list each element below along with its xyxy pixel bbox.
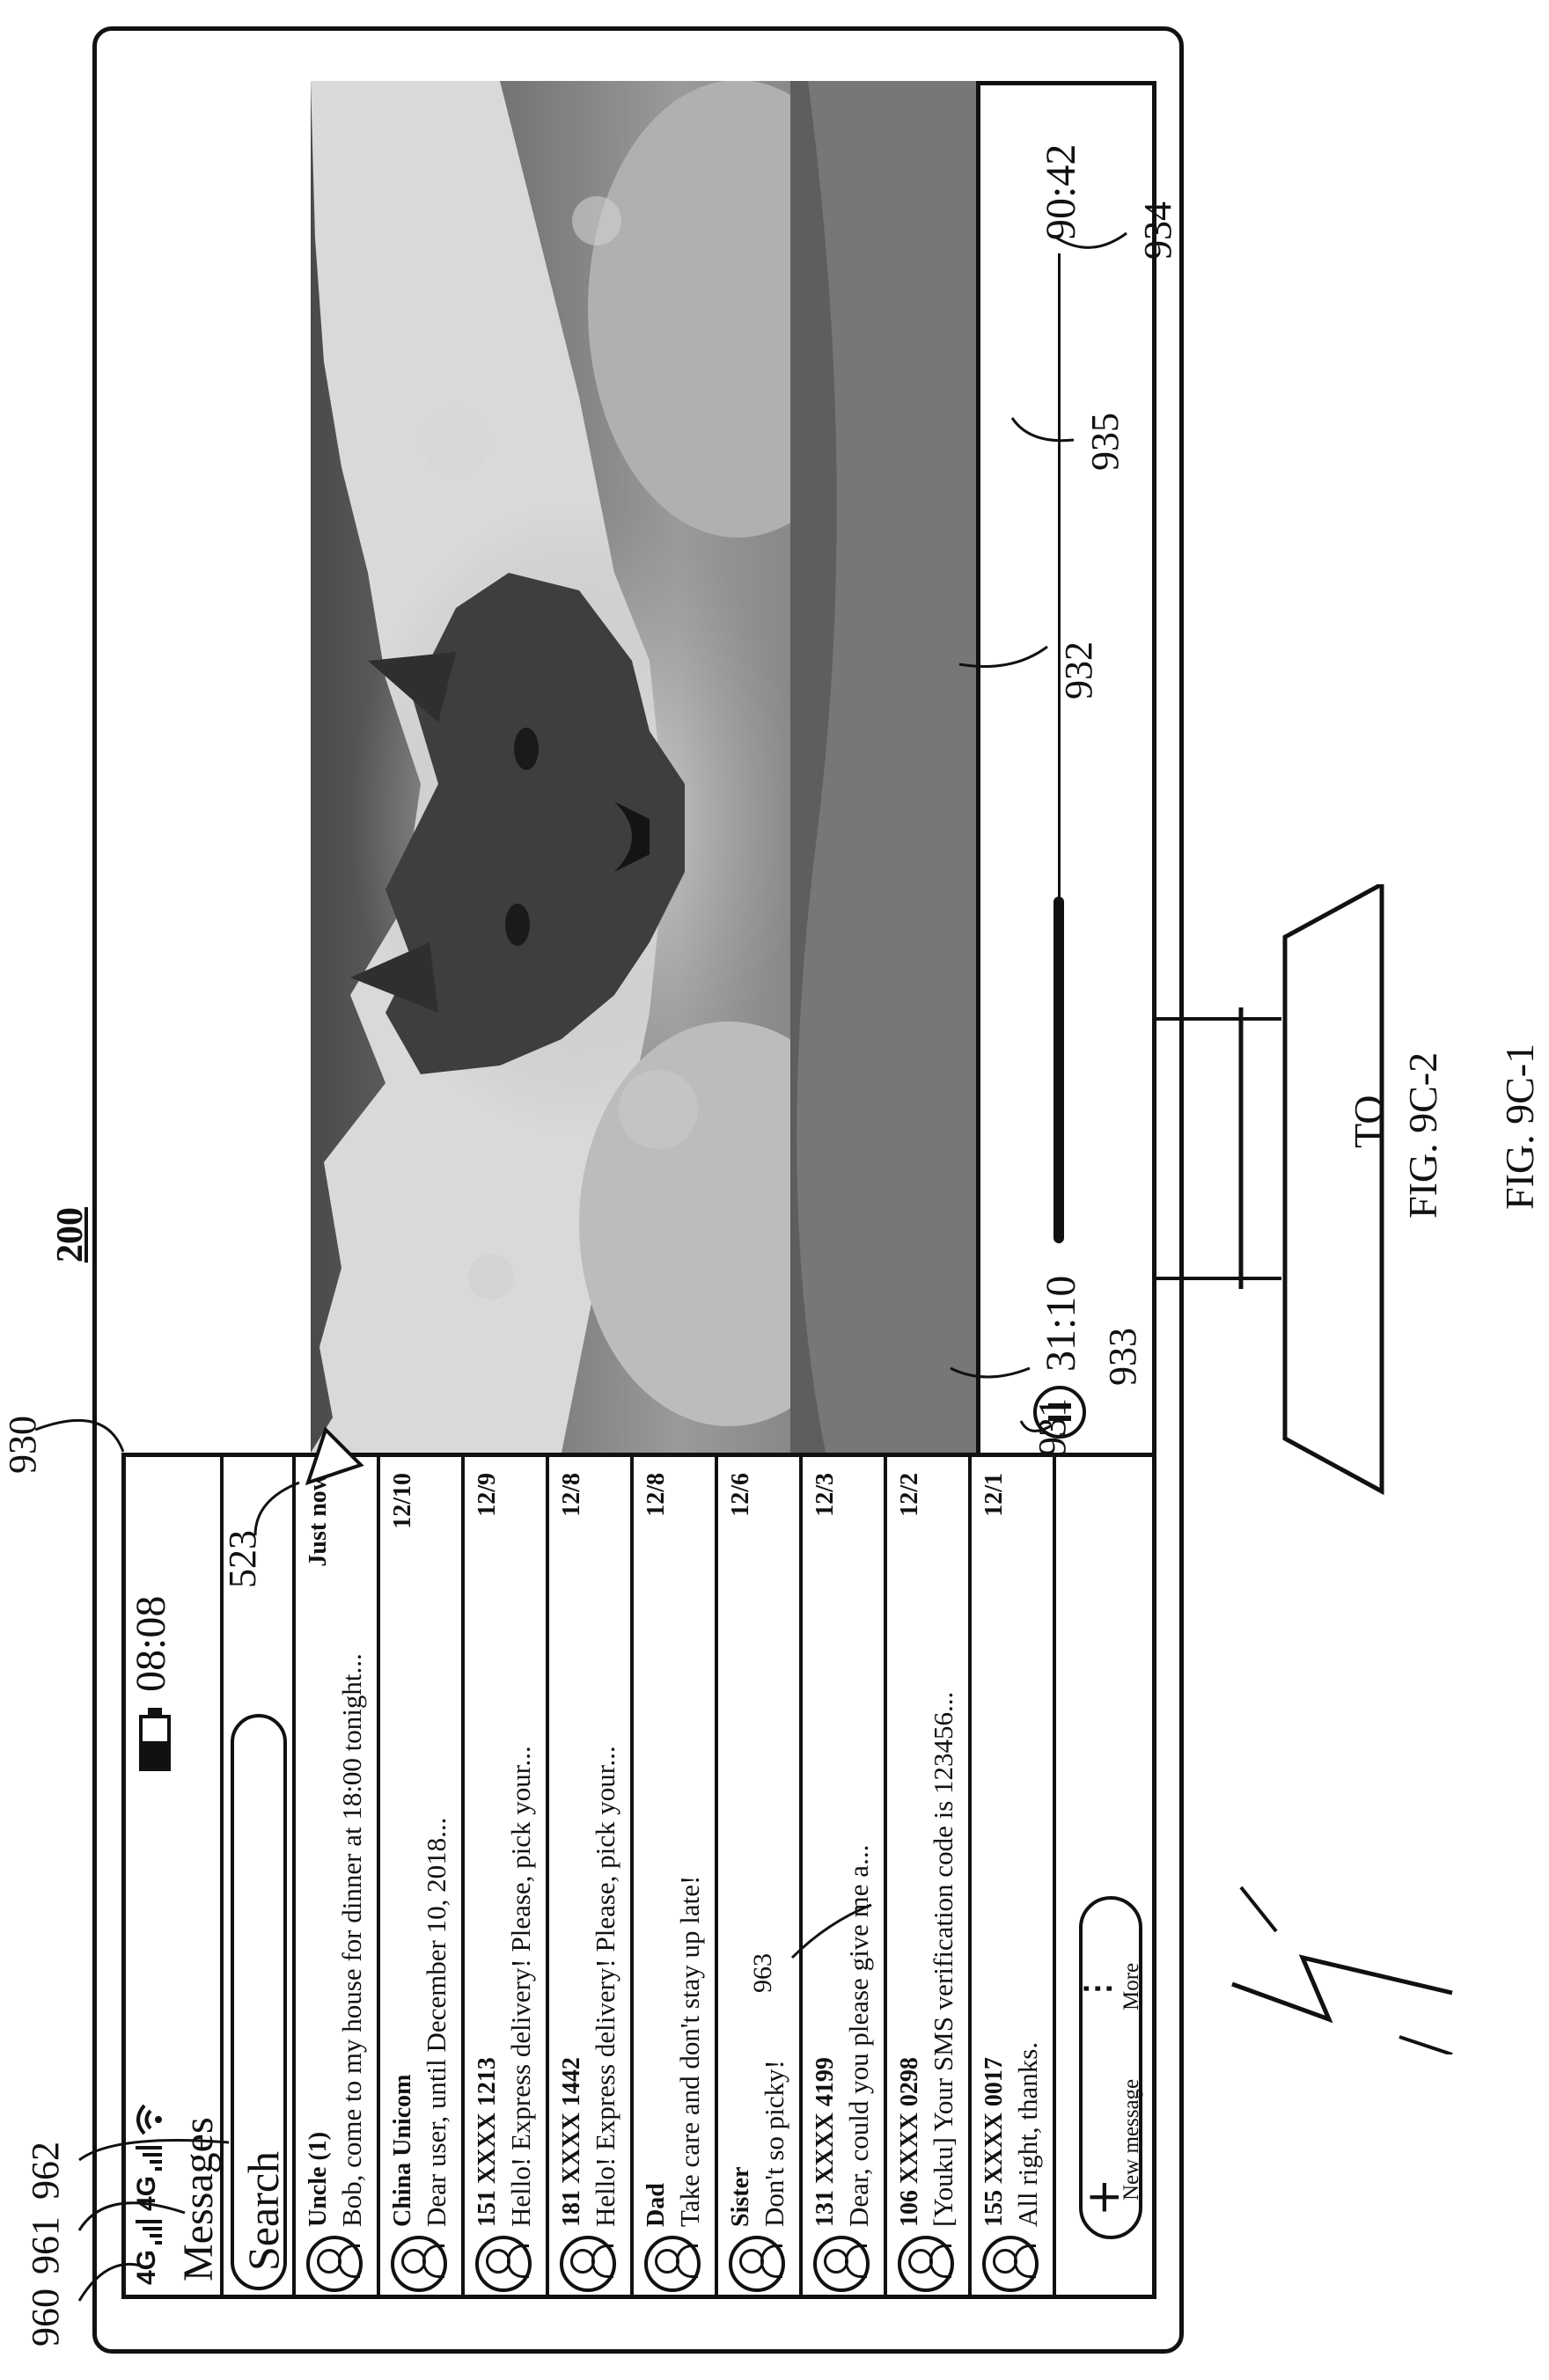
ref-962: 962 <box>23 2142 68 2200</box>
figure-caption: FIG. 9C-1 <box>1496 1044 1543 1210</box>
ref-963: 963 <box>748 1953 778 1993</box>
ref-934: 934 <box>1135 201 1180 260</box>
ref-933: 933 <box>1100 1328 1145 1386</box>
ref-523: 523 <box>220 1530 265 1588</box>
ref-935: 935 <box>1083 413 1127 471</box>
ref-930: 930 <box>0 1416 45 1474</box>
continuation-figure: FIG. 9C-2 <box>1399 1052 1446 1219</box>
ref-960: 960 <box>23 2288 68 2347</box>
ref-931: 931 <box>1030 1398 1075 1456</box>
ref-932: 932 <box>1056 641 1101 699</box>
ref-961: 961 <box>23 2216 68 2274</box>
continuation-to: TO <box>1345 1095 1391 1149</box>
